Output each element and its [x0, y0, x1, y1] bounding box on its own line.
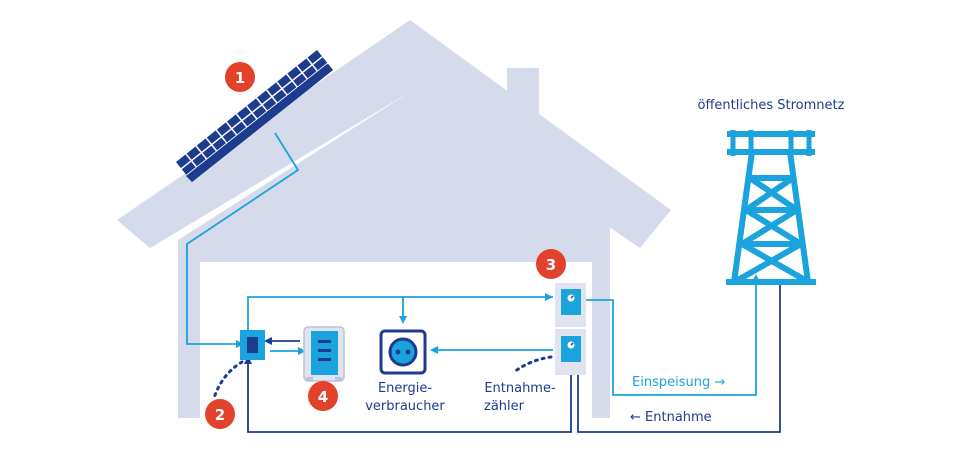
pv-to-inverter-line	[186, 132, 300, 345]
inverter-icon	[240, 330, 265, 360]
badge-1: 1	[225, 62, 255, 92]
withdrawal-meter-icon	[561, 336, 581, 362]
feed-in-meter-icon	[561, 289, 581, 315]
consumer-label-line2: verbraucher	[365, 399, 445, 414]
grid-title: öffentliches Stromnetz	[698, 98, 845, 113]
power-pylon-icon	[726, 130, 816, 285]
badge-3-label: 3	[546, 256, 556, 274]
meter-signal-dots	[512, 355, 553, 374]
badge-4: 4	[308, 381, 338, 411]
meter-label-line1: Entnahme-	[484, 381, 556, 396]
withdrawal-line	[577, 282, 781, 433]
consumer-label-line1: Energie-	[378, 381, 432, 396]
battery-storage-icon	[303, 326, 345, 382]
badge-2-label: 2	[215, 406, 225, 424]
badge-1-label: 1	[235, 69, 245, 87]
inverter-signal-dots	[212, 360, 244, 400]
feed-in-line	[585, 280, 757, 396]
badge-2: 2	[205, 399, 235, 429]
meter-label-line2: zähler	[484, 399, 525, 414]
withdrawal-label: ← Entnahme	[630, 410, 712, 425]
inverter-to-meter-line	[247, 296, 553, 330]
house	[117, 20, 671, 418]
badge-3: 3	[536, 249, 566, 279]
house-chimney	[507, 68, 539, 140]
power-outlet-icon	[379, 329, 427, 375]
house-roof	[117, 20, 671, 248]
solar-panel-icon	[176, 50, 333, 182]
badge-4-label: 4	[318, 388, 328, 406]
meter-to-inverter-return-line	[247, 362, 572, 433]
feed-in-label: Einspeisung →	[632, 375, 725, 390]
